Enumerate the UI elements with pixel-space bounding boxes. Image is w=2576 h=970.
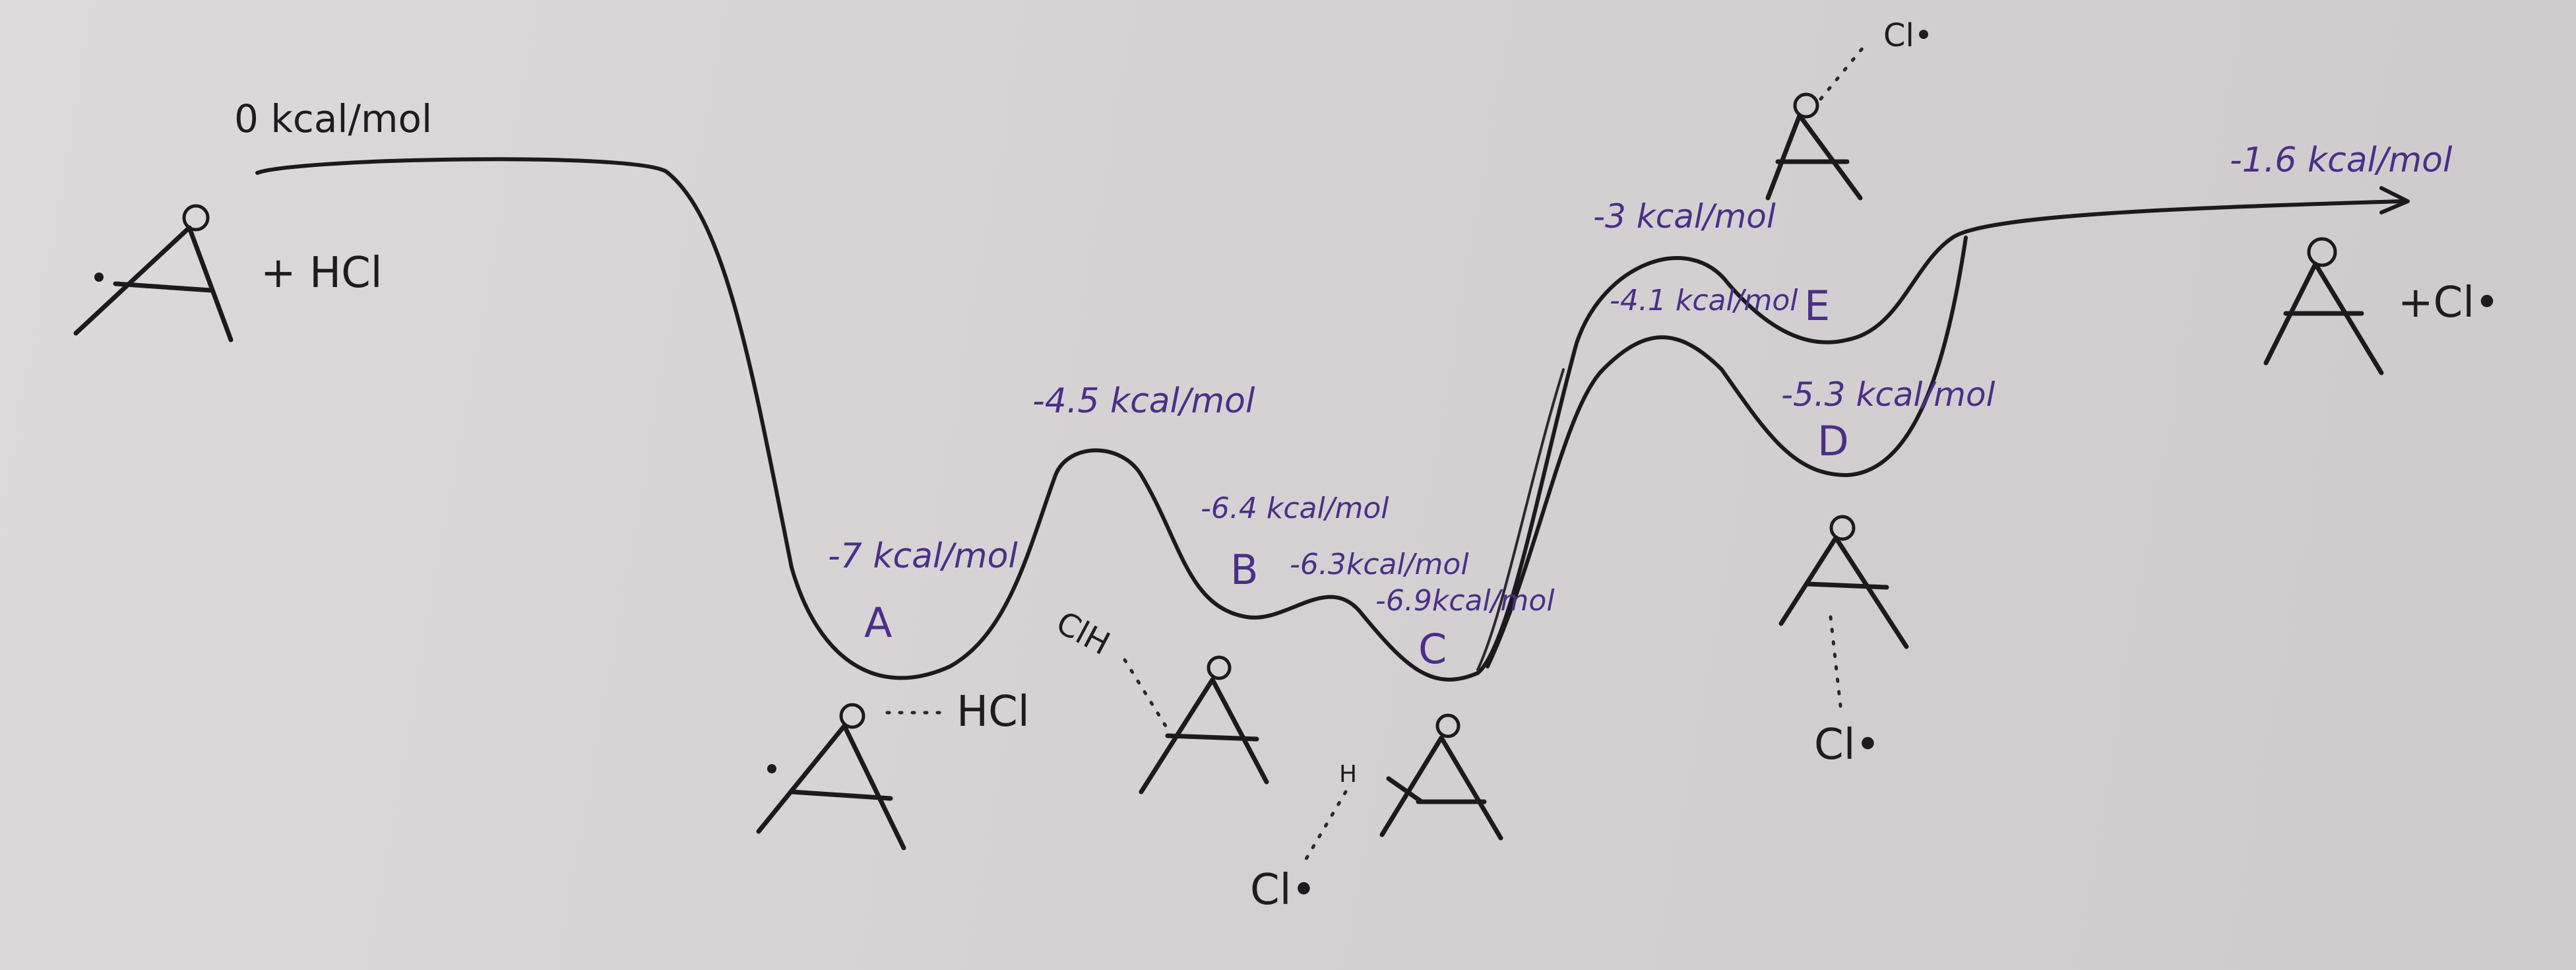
energy-label-start: 0 kcal/mol <box>234 96 432 141</box>
molecule-bonds <box>756 723 906 851</box>
state-label-B: B <box>1230 546 1259 594</box>
energy-label-D: -5.3 kcal/mol <box>1781 375 1995 414</box>
molecule-bonds <box>1778 535 1909 649</box>
complex-C: H Cl• <box>1250 713 1503 915</box>
interaction-dots <box>1123 658 1170 731</box>
branch-connector <box>1476 368 1565 671</box>
arrow-head <box>2379 186 2410 214</box>
complex-E: Cl• <box>1765 17 1933 201</box>
state-label-C: C <box>1418 625 1447 673</box>
complex-C-hydrogen: H <box>1339 761 1357 788</box>
energy-label-ts-BC: -6.4 kcal/mol <box>1201 492 1389 525</box>
molecule-bonds <box>73 225 234 342</box>
molecule-bonds <box>1379 735 1503 841</box>
energy-label-ts-E: -3 kcal/mol <box>1593 197 1776 236</box>
energy-curve <box>255 157 2403 682</box>
oxygen-atom <box>182 204 210 232</box>
energy-label-C: -6.9kcal/mol <box>1375 584 1555 618</box>
complex-D: Cl• <box>1778 515 1909 769</box>
complex-A-partner: HCl <box>957 688 1030 736</box>
energy-curve-lower-branch <box>1486 236 1968 668</box>
interaction-dots <box>1819 41 1869 101</box>
complex-E-partner: Cl• <box>1883 17 1933 54</box>
oxygen-atom <box>1793 92 1819 119</box>
molecule-bonds <box>1765 113 1863 201</box>
energy-label-A: -7 kcal/mol <box>828 536 1018 576</box>
radical-dot <box>94 273 104 282</box>
reactant-molecule: + HCl <box>73 204 383 342</box>
state-label-D: D <box>1817 417 1849 465</box>
complex-D-partner: Cl• <box>1814 721 1880 769</box>
interaction-dots <box>1829 615 1842 708</box>
energy-label-B: -6.3kcal/mol <box>1290 548 1469 581</box>
state-label-A: A <box>864 598 892 647</box>
product-molecule: +Cl• <box>2263 237 2499 375</box>
complex-B-partner: ClH <box>1050 604 1116 663</box>
oxygen-atom <box>839 703 865 729</box>
radical-dot <box>767 764 776 773</box>
energy-label-ts-AB: -4.5 kcal/mol <box>1032 381 1255 421</box>
state-label-E: E <box>1804 282 1830 330</box>
molecule-bonds <box>1139 677 1269 794</box>
reactant-partner: + HCl <box>261 249 383 298</box>
complex-C-partner: Cl• <box>1250 866 1316 915</box>
oxygen-atom <box>1435 713 1461 738</box>
oxygen-atom <box>1829 515 1856 541</box>
product-partner: +Cl• <box>2398 278 2499 327</box>
energy-label-ts-D: -4.1 kcal/mol <box>1610 284 1798 317</box>
interaction-dots <box>1301 790 1348 866</box>
energy-label-end: -1.6 kcal/mol <box>2230 141 2453 180</box>
complex-A: HCl <box>756 688 1030 851</box>
molecule-bonds <box>2263 261 2384 375</box>
oxygen-atom <box>1207 655 1232 680</box>
complex-B: ClH <box>1050 604 1269 794</box>
oxygen-atom <box>2307 237 2337 267</box>
